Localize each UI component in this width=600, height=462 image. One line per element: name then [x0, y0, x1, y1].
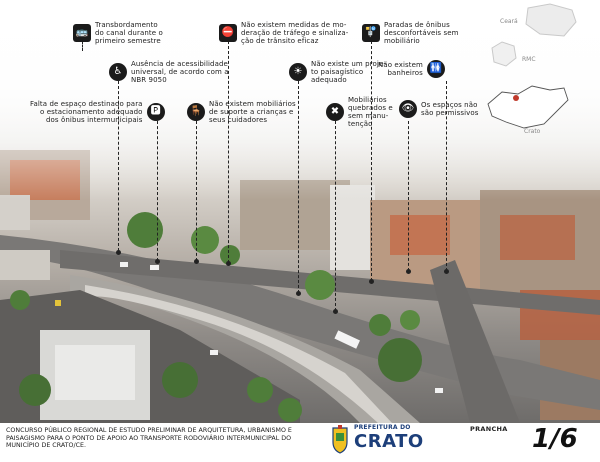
leader-dot [333, 309, 338, 314]
annotation-text: Falta de espaço destinado para [30, 100, 143, 108]
annotation-parking: Falta de espaço destinado para o estacio… [30, 100, 165, 124]
leader-line [371, 41, 372, 281]
leader-dot [369, 279, 374, 284]
leader-dot [296, 291, 301, 296]
annotation-text: universal, de acordo com a [131, 68, 229, 76]
map-label-ceara: Ceará [500, 18, 518, 25]
annotation-child-furniture: 🪑 Não existem mobiliários de suporte a c… [187, 100, 296, 124]
annotation-text: Não existem [378, 61, 423, 69]
annotation-text: Paradas de ônibus [384, 21, 450, 29]
annotation-text: são permissivos [421, 109, 479, 117]
logo-text-prefeitura: PREFEITURA DO [354, 424, 411, 431]
leader-dot [116, 250, 121, 255]
no-entry-icon: ⛔ [219, 24, 237, 42]
logo-text-crato: CRATO [354, 431, 424, 452]
annotation-text: de suporte a crianças e [209, 108, 294, 116]
toilet-icon: 🚻 [426, 60, 445, 78]
annotation-text: seus cuidadores [209, 116, 268, 124]
leader-line [118, 81, 119, 251]
leader-dot [194, 259, 199, 264]
annotation-text: o estacionamento adequado [40, 108, 143, 116]
ceara-map [525, 3, 577, 37]
rmc-map [491, 41, 517, 67]
annotation-text: desconfortáveis sem [384, 29, 459, 37]
annotation-text: do canal durante o [95, 29, 163, 37]
annotation-landscape: ☀ Não existe um proje- to paisagístico a… [289, 60, 386, 84]
leader-line [157, 121, 158, 261]
annotation-text: NBR 9050 [131, 76, 167, 84]
annotation-text: primeiro semestre [95, 37, 161, 45]
leader-dot [155, 259, 160, 264]
annotation-text: adequado [311, 76, 347, 84]
annotation-permissive-spaces: 👁 Os espaços não são permissivos [399, 100, 479, 118]
bus-icon: 🚌 [73, 24, 91, 42]
leader-line [446, 81, 447, 271]
bench-icon: 🪑 [187, 103, 205, 121]
annotation-text: Não existem mobiliários [209, 100, 296, 108]
leader-line [298, 81, 299, 293]
annotation-text: banheiros [387, 69, 423, 77]
wheelchair-icon: ♿ [109, 63, 127, 81]
annotation-text: Transbordamento [95, 21, 158, 29]
annotation-broken-furniture: ✖ Mobiliários quebrados e sem manu- tenç… [326, 96, 393, 128]
annotation-text: tenção [348, 120, 373, 128]
parking-icon: 🅿 [146, 103, 165, 121]
broken-bench-icon: ✖ [326, 103, 344, 121]
annotation-traffic-calming: ⛔ Não existem medidas de mo- deração de … [219, 21, 348, 45]
leader-line [196, 121, 197, 261]
annotation-accessibility: ♿ Ausência de acessibilidade universal, … [109, 60, 229, 84]
annotation-text: Não existe um proje- [311, 60, 386, 68]
location-pin-icon [513, 95, 519, 101]
annotation-text: Mobiliários [348, 96, 387, 104]
annotation-text: quebrados e [348, 104, 393, 112]
leader-line [335, 121, 336, 311]
lighting-icon: ☀ [289, 63, 307, 81]
annotation-text: dos ônibus intermunicipais [46, 116, 143, 124]
crato-crest-icon [332, 425, 348, 454]
annotation-text: Os espaços não [421, 101, 478, 109]
leader-dot [226, 261, 231, 266]
leader-dot [406, 269, 411, 274]
annotation-bus-stops: 🚏 Paradas de ônibus desconfortáveis sem … [362, 21, 459, 45]
crato-map [487, 85, 569, 129]
leader-dot [444, 269, 449, 274]
annotation-toilets: Não existem banheiros 🚻 [378, 60, 445, 78]
map-label-crato: Crato [524, 128, 541, 135]
footer: CONCURSO PÚBLICO REGIONAL DE ESTUDO PREL… [0, 423, 600, 462]
annotation-canal-overflow: 🚌 Transbordamento do canal durante o pri… [73, 21, 163, 45]
annotation-text: ção de trânsito eficaz [241, 37, 319, 45]
eye-icon: 👁 [399, 100, 417, 118]
annotation-text: to paisagístico [311, 68, 364, 76]
annotation-text: deração de tráfego e sinaliza- [241, 29, 349, 37]
bus-stop-icon: 🚏 [362, 24, 380, 42]
leader-line [228, 41, 229, 263]
page-number: 1/6 [532, 424, 578, 454]
annotation-text: mobiliário [384, 37, 420, 45]
map-label-rmc: RMC [522, 56, 536, 63]
contest-description: CONCURSO PÚBLICO REGIONAL DE ESTUDO PREL… [6, 427, 292, 450]
annotation-text: sem manu- [348, 112, 389, 120]
prancha-label: PRANCHA [470, 425, 508, 433]
leader-line [82, 41, 83, 51]
annotation-text: Não existem medidas de mo- [241, 21, 347, 29]
leader-line [408, 121, 409, 271]
annotation-text: Ausência de acessibilidade [131, 60, 228, 68]
